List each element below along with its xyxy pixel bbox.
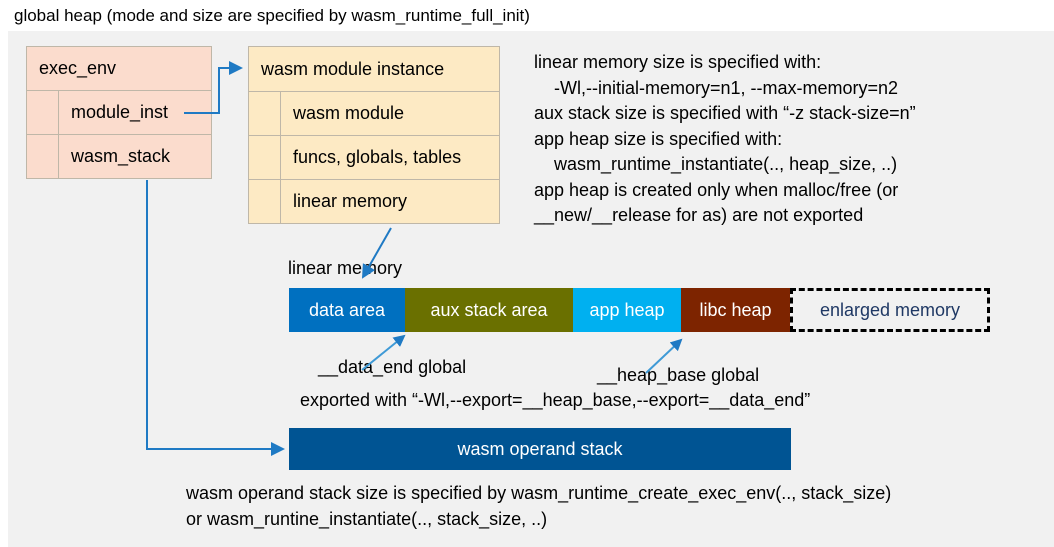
memory-segment-libc-heap[interactable]: libc heap — [681, 288, 790, 332]
memory-segment-enlarged-memory[interactable]: enlarged memory — [790, 288, 990, 332]
exec-env-group: exec_env module_inst wasm_stack — [26, 46, 212, 179]
memory-segment-label: enlarged memory — [819, 299, 961, 320]
wasm-operand-stack-bar[interactable]: wasm operand stack — [289, 428, 791, 470]
memory-segment-data-area[interactable]: data area — [289, 288, 405, 332]
wasm-operand-stack-label: wasm operand stack — [457, 438, 623, 459]
linear-memory-notes: linear memory size is specified with: -W… — [534, 52, 916, 226]
page-title: global heap (mode and size are specified… — [14, 6, 530, 25]
indent-spacer — [27, 91, 59, 134]
indent-spacer — [27, 135, 59, 178]
memory-segment-label: app heap — [589, 299, 665, 320]
module-instance-row-linear-memory: linear memory — [248, 179, 500, 224]
indent-spacer — [249, 180, 281, 223]
linear-memory-label: linear memory — [288, 258, 403, 278]
annotation-data-end: __data_end global — [318, 357, 467, 377]
indent-spacer — [249, 136, 281, 179]
memory-segment-label: libc heap — [699, 299, 772, 320]
annotation-exported-with: exported with “-Wl,--export=__heap_base,… — [300, 390, 811, 410]
memory-segment-aux-stack-area[interactable]: aux stack area — [405, 288, 573, 332]
annotation-heap-base: __heap_base global — [597, 365, 760, 385]
indent-spacer — [249, 92, 281, 135]
operand-stack-notes: wasm operand stack size is specified by … — [186, 483, 892, 529]
memory-segment-app-heap[interactable]: app heap — [573, 288, 681, 332]
module-instance-row-funcs-globals-tables: funcs, globals, tables — [248, 135, 500, 180]
exec-env-header: exec_env — [26, 46, 212, 91]
module-instance-header: wasm module instance — [248, 46, 500, 92]
memory-segment-label: aux stack area — [430, 299, 548, 320]
memory-segment-label: data area — [308, 299, 386, 320]
exec-env-row-wasm-stack: wasm_stack — [26, 134, 212, 179]
exec-env-row-module-inst: module_inst — [26, 90, 212, 135]
module-instance-row-wasm-module: wasm module — [248, 91, 500, 136]
wasm-module-instance-group: wasm module instance wasm module funcs, … — [248, 46, 500, 224]
